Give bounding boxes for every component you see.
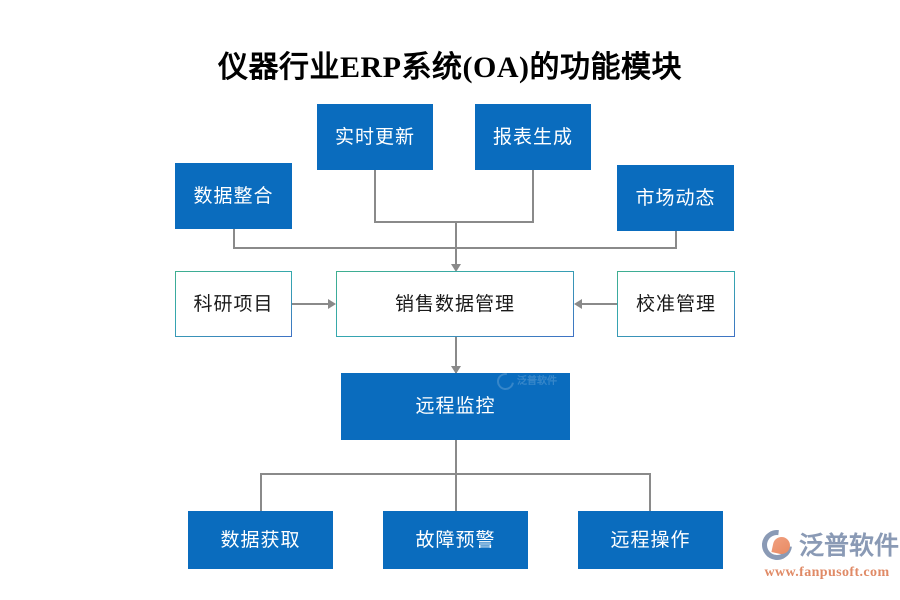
arrowhead-to-sales (451, 264, 461, 272)
brand-logo-row: 泛普软件 (755, 523, 899, 567)
connector-report-generation-down (532, 170, 534, 223)
fanpu-logo-icon (755, 523, 799, 567)
connector-research-to-sales (292, 303, 330, 305)
connector-trunk-to-sales (455, 221, 457, 269)
connector-sales-to-remote-monitoring (455, 337, 457, 373)
brand-logo: 泛普软件 www.fanpusoft.com (755, 523, 899, 586)
node-label: 校准管理 (635, 293, 716, 315)
node-fault-warning[interactable]: 故障预警 (383, 511, 528, 569)
node-research-project[interactable]: 科研项目 (175, 271, 292, 337)
node-label: 数据获取 (220, 529, 301, 551)
node-label: 实时更新 (334, 126, 415, 148)
node-label: 远程操作 (610, 529, 691, 551)
page-title: 仪器行业ERP系统(OA)的功能模块 (218, 51, 682, 84)
node-calibration-management[interactable]: 校准管理 (617, 271, 735, 337)
connector-bus-to-remote-operation (649, 473, 651, 520)
connector-bus-to-data-acquisition (260, 473, 262, 520)
connector-bottom-bus (260, 473, 651, 475)
arrowhead-sales-to-remote-monitoring (451, 366, 461, 374)
arrowhead-research-to-sales (328, 299, 336, 309)
brand-name: 泛普软件 (799, 531, 900, 560)
node-data-acquisition[interactable]: 数据获取 (188, 511, 333, 569)
arrowhead-calibration-to-sales (574, 299, 582, 309)
connector-data-integration-down (233, 228, 235, 249)
node-label: 科研项目 (193, 293, 274, 315)
node-label: 数据整合 (193, 185, 274, 207)
node-realtime-update[interactable]: 实时更新 (317, 104, 433, 170)
brand-url: www.fanpusoft.com (764, 565, 890, 580)
node-report-generation[interactable]: 报表生成 (475, 104, 591, 170)
node-label: 销售数据管理 (394, 293, 515, 315)
connector-calibration-to-sales (582, 303, 618, 305)
node-data-integration[interactable]: 数据整合 (175, 163, 292, 229)
connector-remote-monitoring-down (455, 440, 457, 520)
node-sales-data-management[interactable]: 销售数据管理 (336, 271, 574, 337)
connector-inner-bus (374, 221, 534, 223)
node-market-dynamics[interactable]: 市场动态 (617, 165, 734, 231)
node-remote-operation[interactable]: 远程操作 (578, 511, 723, 569)
node-label: 故障预警 (415, 529, 496, 551)
connector-market-dynamics-down (675, 230, 677, 249)
connector-realtime-update-down (374, 170, 376, 223)
node-label: 报表生成 (492, 126, 573, 148)
node-label: 远程监控 (415, 396, 496, 417)
node-remote-monitoring[interactable]: 远程监控 (341, 373, 570, 440)
node-label: 市场动态 (635, 187, 716, 209)
